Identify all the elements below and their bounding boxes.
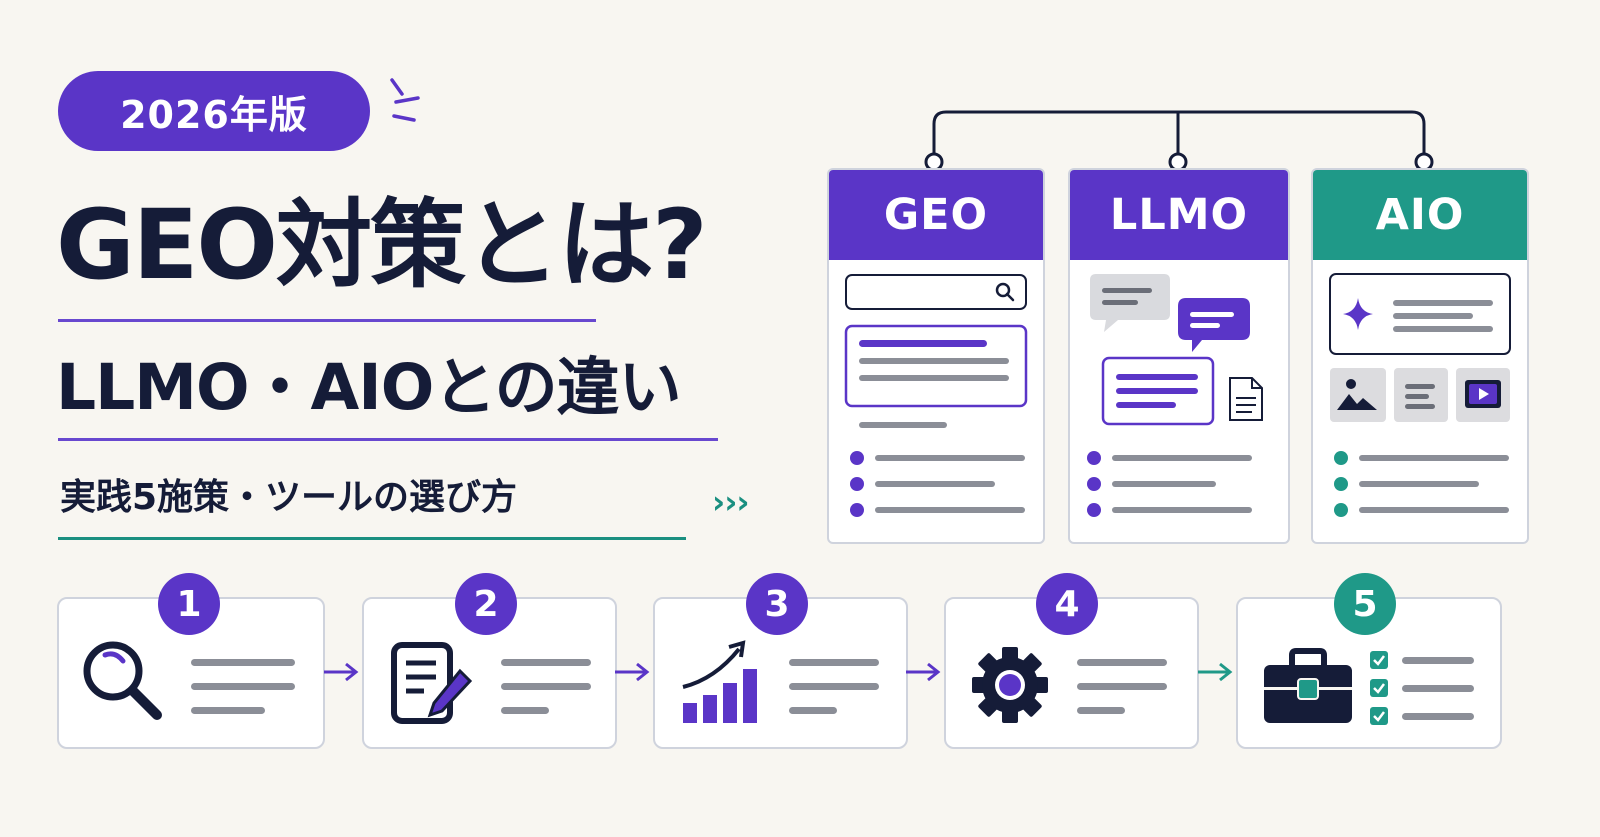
toolbox-icon [1264, 648, 1352, 723]
subtitle: 実践5施策・ツールの選び方 [60, 477, 518, 518]
image-icon [1337, 379, 1377, 410]
document-icon [1229, 377, 1263, 421]
ai-overview-illustration [1329, 273, 1511, 517]
step-5-number: 5 [1334, 573, 1396, 635]
sparkle-icon [1343, 298, 1373, 330]
video-play-icon [1465, 380, 1501, 408]
step-2-number: 2 [455, 573, 517, 635]
chat-illustration [1087, 274, 1263, 517]
arrow-right-icon [324, 662, 359, 682]
page-title-line2: LLMO・AIOとの違い [56, 351, 682, 424]
document-edit-icon [391, 642, 473, 724]
arrow-right-icon [615, 662, 650, 682]
search-results-illustration [844, 274, 1028, 517]
card-llmo: LLMO [1068, 168, 1290, 544]
step-3-number: 3 [746, 573, 808, 635]
card-aio-header: AIO [1313, 170, 1527, 260]
title-underline-2 [58, 438, 718, 441]
card-llmo-header: LLMO [1070, 170, 1288, 260]
checklist-icon [1370, 651, 1474, 725]
bar-chart-icon [682, 640, 757, 723]
step-5-card [1236, 597, 1502, 749]
chat-bubble-icon [1090, 274, 1170, 332]
year-badge: 2026年版 [58, 71, 370, 151]
card-geo-header: GEO [829, 170, 1043, 260]
gear-icon [972, 647, 1048, 723]
step-4-number: 4 [1036, 573, 1098, 635]
title-underline-1 [58, 319, 596, 322]
step-1-number: 1 [158, 573, 220, 635]
page-title-line1: GEO対策とは? [56, 189, 708, 301]
arrow-right-icon [906, 662, 941, 682]
connector-tree [924, 110, 1434, 172]
chevrons-right-icon: ››› [712, 483, 750, 521]
card-geo: GEO [827, 168, 1045, 544]
arrow-right-icon [1198, 662, 1233, 682]
search-icon [995, 282, 1015, 302]
sparkle-lines-icon [390, 78, 420, 122]
subtitle-underline [58, 537, 686, 540]
card-aio: AIO [1311, 168, 1529, 544]
search-icon [83, 641, 162, 720]
chat-bubble-icon [1178, 298, 1250, 352]
